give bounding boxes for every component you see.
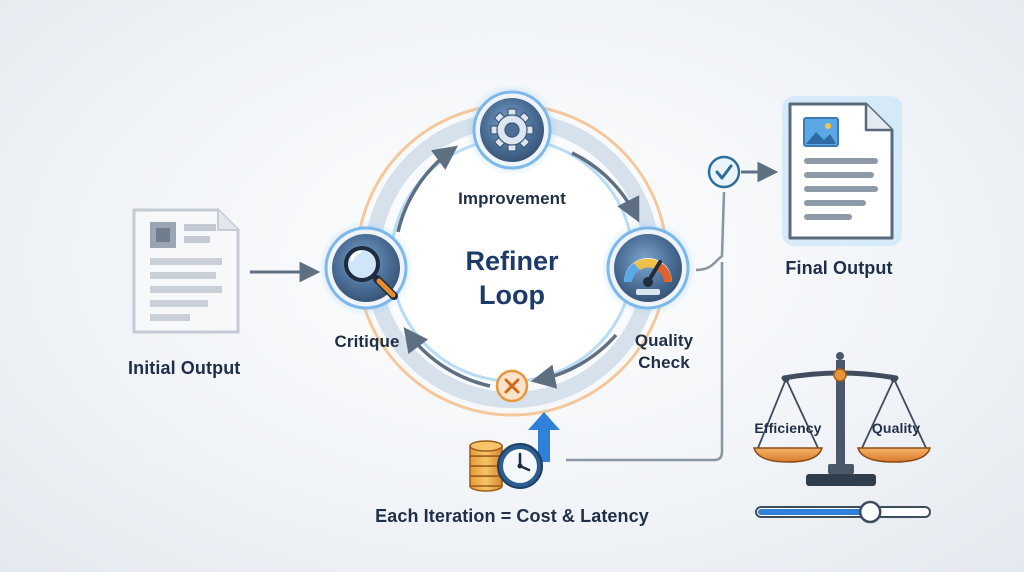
- final-output-label: Final Output: [785, 258, 893, 278]
- up-arrow-icon: [528, 412, 560, 462]
- cancel-icon: [504, 378, 520, 394]
- balance-scale-icon: [753, 352, 931, 486]
- title-line-1: Refiner: [465, 246, 559, 276]
- quality-check-label-line-2: Check: [638, 353, 690, 372]
- loop-arrow-critique-to-improvement: [396, 145, 458, 233]
- critique-node: [318, 220, 414, 316]
- gear-icon: [490, 108, 534, 152]
- clock-icon: [497, 443, 543, 489]
- cost-latency-note: Each Iteration = Cost & Latency: [375, 506, 649, 526]
- loop-arrow-improvement-to-quality: [571, 151, 640, 223]
- slider-icon: [755, 500, 931, 524]
- output-connector: [566, 191, 726, 462]
- quality-check-label-line-1: Quality: [634, 331, 694, 350]
- quality-label: Quality: [871, 420, 921, 436]
- improvement-label: Improvement: [458, 189, 566, 208]
- gauge-icon: [624, 258, 672, 295]
- magnifier-icon: [344, 246, 398, 300]
- quality-check-label: Quality Check: [635, 330, 693, 374]
- loop-arrow-cancel-to-critique: [403, 327, 491, 388]
- improvement-node: [466, 84, 558, 176]
- title-line-2: Loop: [479, 280, 545, 310]
- efficiency-label: Efficiency: [754, 420, 822, 436]
- image-document-icon: [782, 96, 902, 246]
- loop-arrow-quality-to-cancel: [530, 333, 618, 389]
- diagram-title: Refiner Loop: [465, 244, 558, 312]
- critique-label: Critique: [334, 332, 400, 351]
- initial-document-icon: [132, 208, 240, 334]
- cancel-node: [495, 369, 529, 403]
- quality-check-node: [600, 220, 696, 316]
- coins-icon: [469, 440, 503, 492]
- initial-output-label: Initial Output: [128, 358, 241, 378]
- check-icon: [707, 155, 741, 189]
